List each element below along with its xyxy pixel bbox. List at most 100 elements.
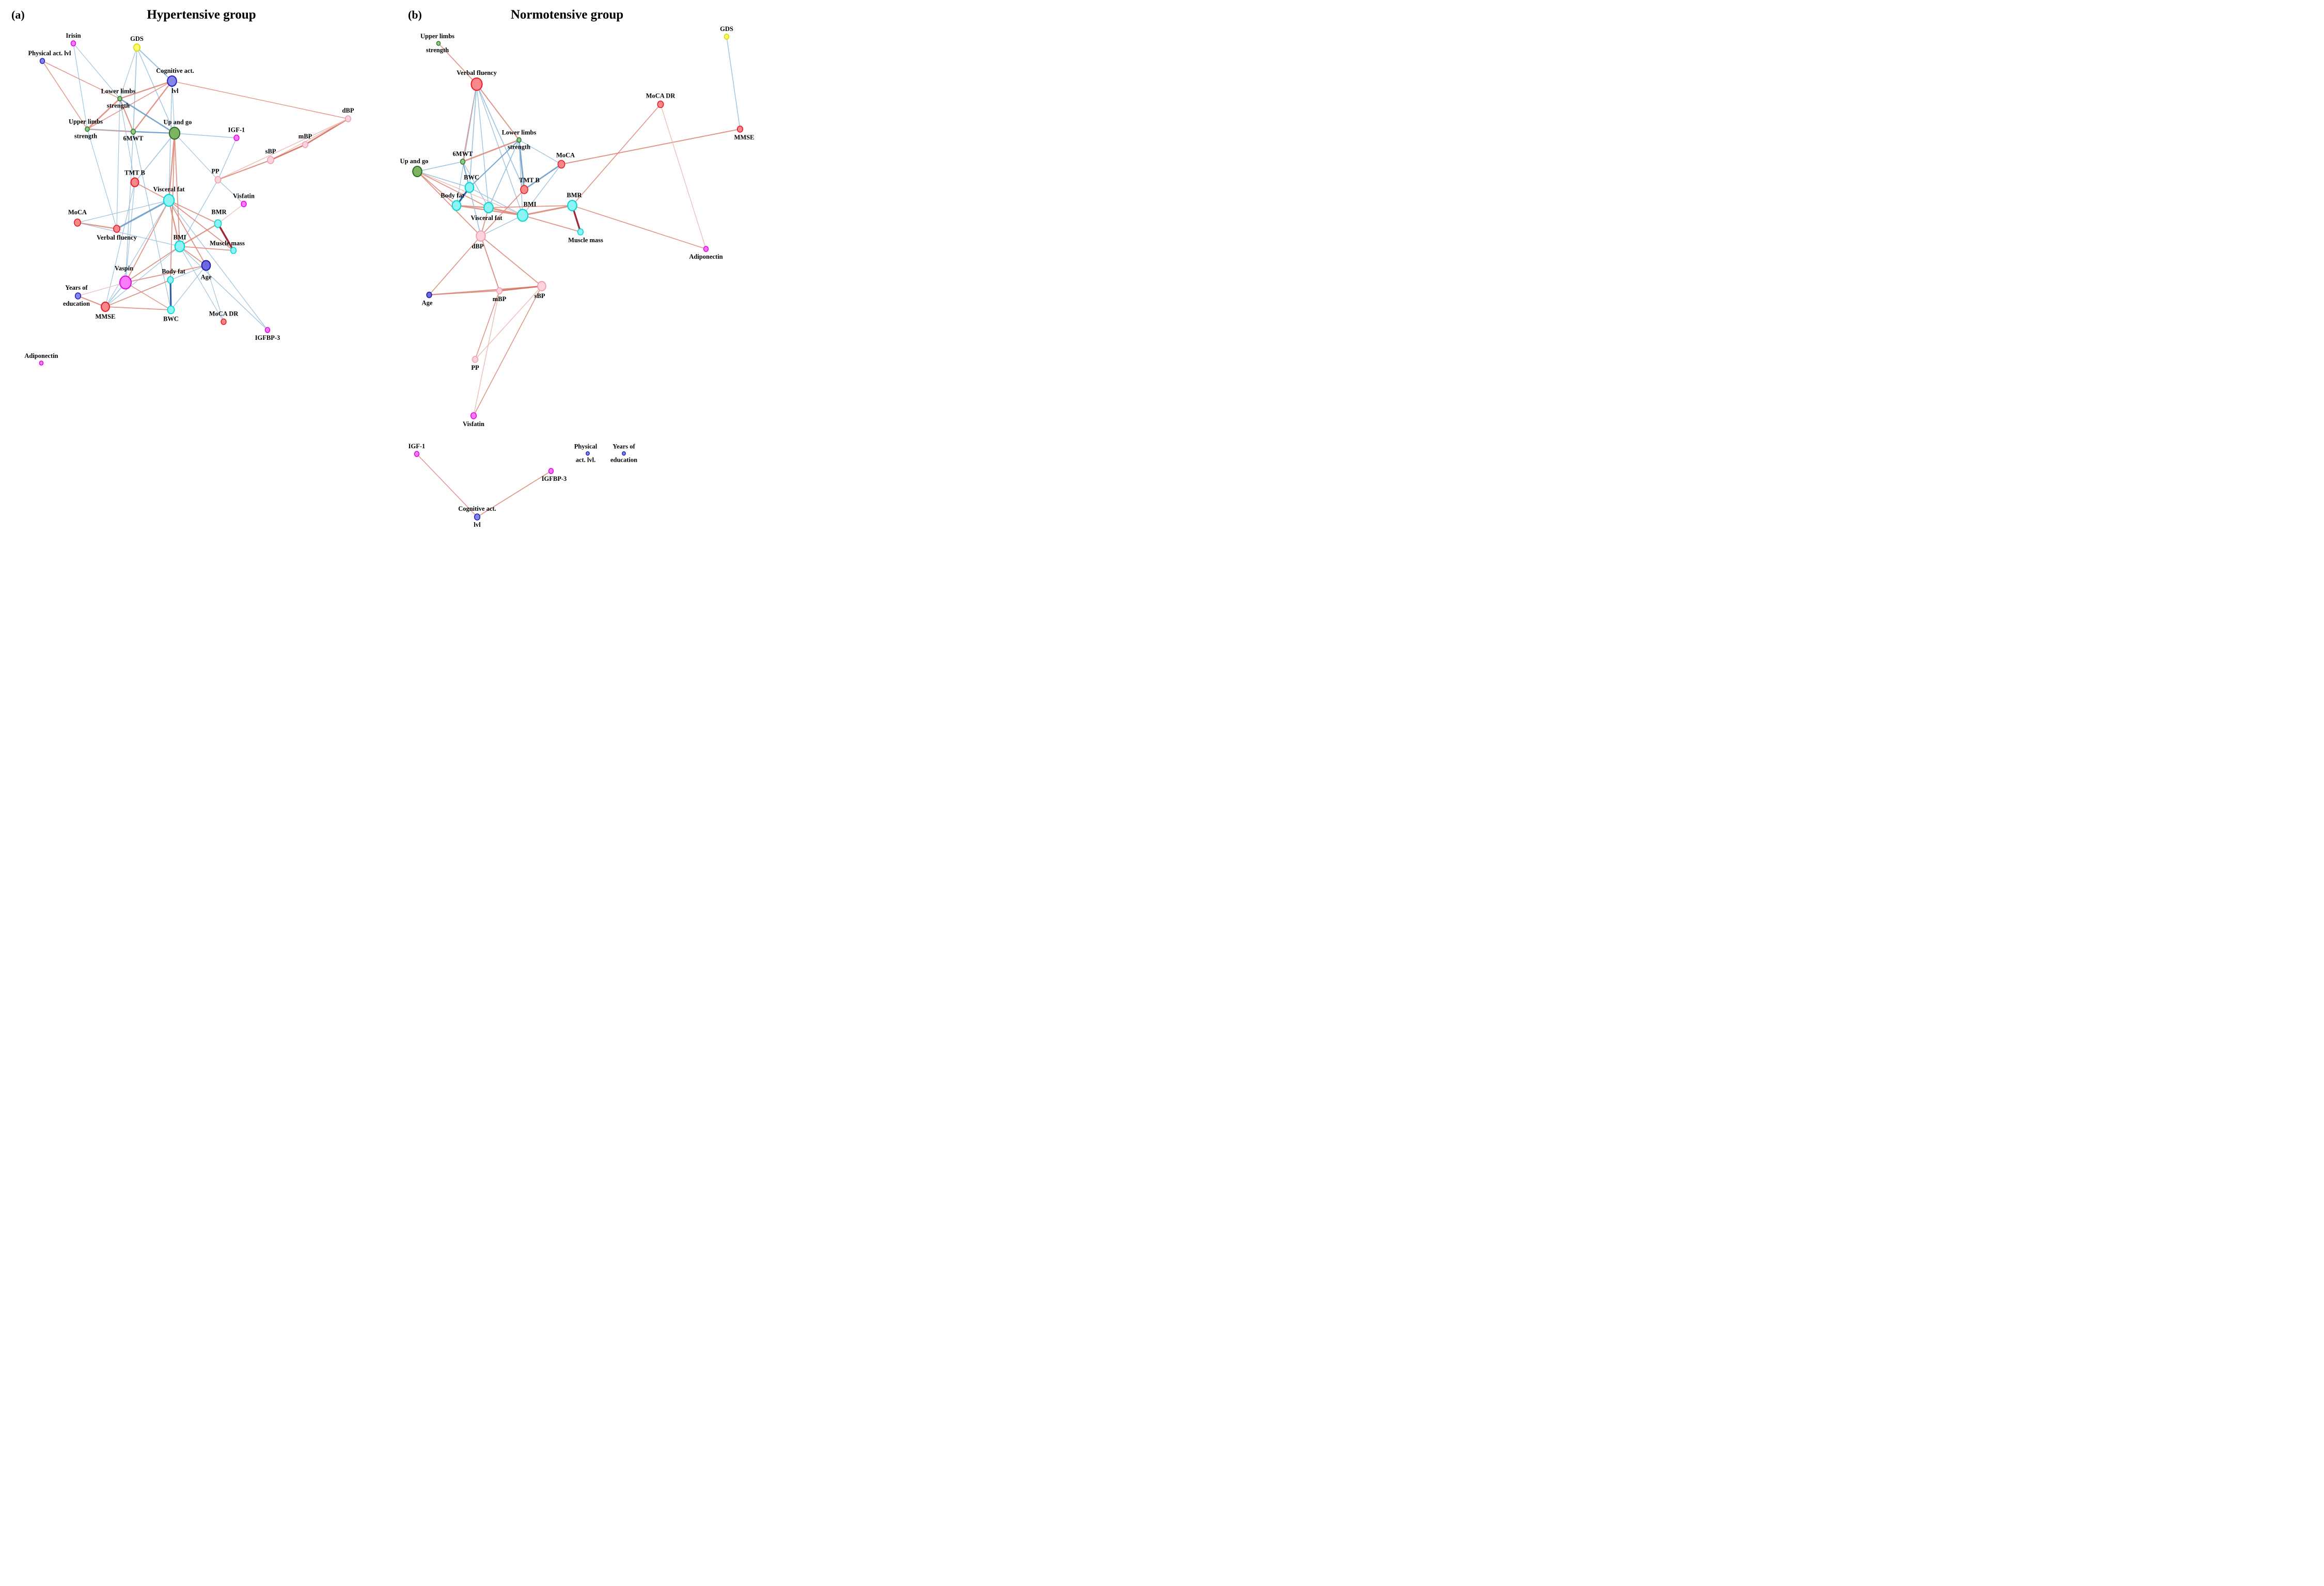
- edge-verbal_b-lower_b: [476, 84, 520, 140]
- node-label-phys: Physical act. lvl: [28, 50, 72, 57]
- edge-mmse-bwc: [105, 306, 171, 310]
- edge-visc-bmi: [168, 199, 181, 247]
- node-label-bmr_b: BMR: [567, 192, 582, 199]
- edge-lower-tmtb: [119, 98, 135, 183]
- node-age_b: [426, 291, 432, 299]
- node-age: [201, 260, 211, 271]
- edge-verbal_b-visc_b: [476, 84, 489, 208]
- node-label-mocadr: MoCA DR: [209, 310, 239, 318]
- edge-mwt6-vaspin: [125, 131, 134, 283]
- edge-gds_b-mmse_b: [726, 36, 741, 130]
- panel-b-letter: (b): [408, 8, 422, 21]
- node-irisin: [70, 40, 76, 46]
- node-label-cog_b: lvl: [474, 521, 481, 528]
- edge-upgo-pp: [174, 133, 218, 180]
- edge-lower_b-visc_b: [488, 139, 520, 208]
- edge-upper-verbal: [87, 129, 117, 229]
- edge-dbp_b-age_b: [429, 235, 481, 295]
- edge-mbp_b-visfatin_b: [473, 290, 500, 416]
- node-igf1_b: [414, 451, 420, 457]
- edge-vaspin-yedu: [77, 282, 126, 296]
- node-label-pp_b: PP: [471, 364, 479, 371]
- edge-moca-verbal: [76, 222, 118, 230]
- edge-yedu-mmse: [77, 295, 106, 308]
- node-label-upgo: Up and go: [164, 119, 192, 126]
- edge-dbp-sbp: [270, 118, 349, 161]
- edge-bodyfat-bwc: [169, 279, 172, 311]
- node-label-visfatin_b: Visfatin: [463, 420, 484, 428]
- edge-lower_b-mwt6_b: [462, 139, 520, 163]
- edge-visc-verbal: [116, 199, 170, 230]
- edge-tmtb-mmse: [105, 182, 135, 307]
- node-pp: [214, 176, 222, 184]
- node-label-lower_b: Lower limbs: [502, 129, 537, 136]
- node-tmtb: [130, 177, 139, 187]
- node-label-adipo_b: Adiponectin: [689, 253, 723, 260]
- node-adipo: [39, 360, 44, 366]
- node-label-verbal: Verbal fluency: [97, 234, 137, 241]
- edge-lower-upgo: [119, 98, 176, 134]
- node-musc_b: [577, 228, 584, 235]
- edge-verbal_b-bmi_b: [476, 84, 523, 216]
- node-moca: [74, 218, 81, 227]
- edge-phys-lower: [42, 60, 120, 99]
- node-label-bwc: BWC: [163, 316, 179, 323]
- node-label-verbal_b: Verbal fluency: [457, 69, 497, 76]
- node-label-upgo_b: Up and go: [400, 158, 429, 165]
- node-label-mwt6_b: 6MWT: [453, 150, 474, 158]
- node-label-yedu_b: Years of: [613, 443, 635, 450]
- edge-cog-lower: [119, 80, 173, 100]
- edge-verbal_b-bodyfat_b: [456, 84, 477, 206]
- edge-bmi_b-dbp_b: [480, 215, 523, 237]
- node-label-bmr: BMR: [211, 209, 227, 216]
- node-label-lower: strength: [107, 102, 130, 109]
- edge-verbal_b-bwc_b: [469, 84, 477, 188]
- node-label-pp: PP: [211, 168, 219, 175]
- edge-phys-upper: [42, 60, 88, 130]
- edge-visc-musc: [168, 200, 234, 251]
- node-visc_b: [483, 202, 494, 213]
- edge-sbp_b-pp_b: [475, 286, 542, 360]
- node-label-cog_b: Cognitive act.: [458, 505, 496, 512]
- node-label-mwt6: 6MWT: [123, 135, 144, 142]
- edge-tmtb-vaspin: [125, 182, 135, 283]
- node-bodyfat_b: [451, 200, 462, 211]
- edge-bwc_b-bmi_b: [469, 187, 523, 216]
- edge-mwt6-bwc: [133, 131, 171, 310]
- node-dbp: [344, 115, 352, 122]
- edge-moca-bmi: [77, 222, 180, 247]
- edge-upgo-bmi: [174, 133, 180, 247]
- edge-bmr_b-adipo_b: [572, 205, 706, 249]
- edge-bmr-musc: [217, 223, 234, 252]
- node-cog_b: [474, 513, 481, 521]
- node-label-igf1_b: IGF-1: [409, 443, 426, 450]
- edge-visc_b-bmr_b: [488, 205, 573, 208]
- node-label-lower_b: strength: [508, 144, 530, 151]
- edge-dbp_b-mbp_b: [480, 235, 500, 291]
- edge-lower_b-tmtb_b: [518, 139, 525, 191]
- edge-cog-dbp: [171, 81, 349, 119]
- node-gds_b: [724, 34, 730, 40]
- node-label-bmi: BMI: [174, 234, 186, 241]
- edge-bmi-mocadr: [179, 246, 224, 322]
- edge-upper_b-verbal_b: [438, 43, 477, 85]
- node-label-tmtb_b: TMT B: [519, 177, 540, 184]
- node-igfbp3: [264, 327, 271, 333]
- edge-bodyfat-mmse: [105, 279, 171, 307]
- edge-igf1_b-cog_b: [416, 453, 478, 517]
- edge-cog-mwt6: [132, 80, 173, 133]
- node-visfatin: [241, 200, 247, 208]
- node-pp_b: [472, 356, 479, 363]
- panel-a-title: Hypertensive group: [147, 8, 256, 22]
- edge-visc-age: [168, 200, 207, 266]
- node-label-visc: Visceral fat: [153, 186, 185, 193]
- edge-upgo_b-mwt6_b: [417, 161, 463, 172]
- panel-b-nodes: [412, 34, 744, 521]
- edge-igfbp3_b-cog_b: [477, 470, 552, 517]
- edge-lower-upper: [86, 98, 121, 130]
- node-dbp_b: [476, 230, 486, 242]
- edge-upgo_b-bwc_b: [417, 171, 470, 188]
- node-bwc_b: [464, 182, 475, 193]
